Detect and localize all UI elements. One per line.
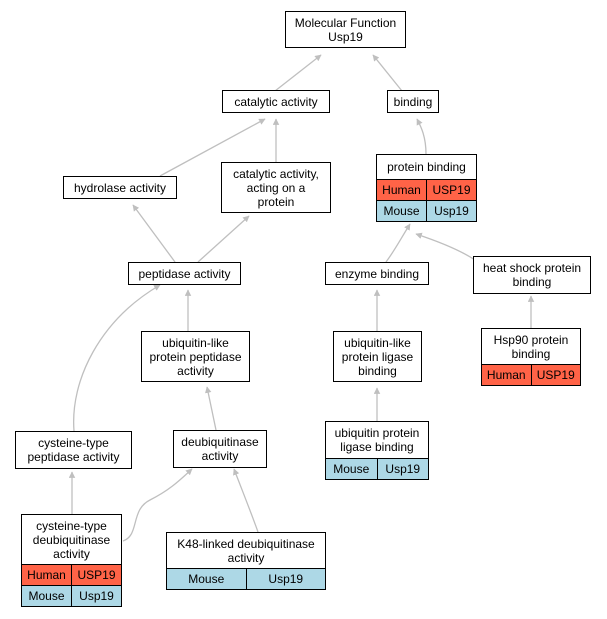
annotation-row-mouse: Mouse Usp19 [377, 200, 476, 221]
node-catalytic-activity[interactable]: catalytic activity [222, 90, 330, 113]
gene-cell: USP19 [530, 365, 581, 385]
species-cell: Human [27, 568, 66, 582]
node-binding[interactable]: binding [387, 90, 439, 113]
node-label: cysteine-type deubiquitinase activity [32, 518, 111, 561]
edge-cysdub-dub [122, 468, 193, 542]
edge-binding-root [372, 54, 403, 92]
annotation-row-mouse: Mouse Usp19 [167, 568, 325, 589]
gene-cell: USP19 [71, 565, 121, 585]
node-label: ubiquitin-like protein peptidase activit… [149, 335, 242, 378]
species-cell: Human [486, 368, 526, 382]
edge-cyspep-peptidase [73, 284, 161, 432]
node-enzyme-binding[interactable]: enzyme binding [325, 262, 429, 285]
species-cell: Mouse [333, 462, 370, 476]
gene-cell: Usp19 [71, 586, 121, 606]
node-label: binding [393, 94, 433, 109]
node-label: Hsp90 protein binding [493, 332, 569, 361]
node-deubiquitinase-activity[interactable]: deubiquitinase activity [173, 430, 267, 468]
node-label: hydrolase activity [73, 180, 167, 195]
species-cell: Mouse [383, 204, 420, 218]
edge-hydrolase-catalytic [159, 118, 266, 177]
node-label: peptidase activity [138, 266, 231, 281]
edge-protbinding-binding [416, 118, 427, 155]
node-label: catalytic activity, acting on a protein [233, 166, 319, 209]
node-ubiquitin-like-protein-peptidase[interactable]: ubiquitin-like protein peptidase activit… [141, 331, 250, 382]
annotation-row-mouse: Mouse Usp19 [326, 458, 428, 479]
node-label: Molecular Function [294, 15, 397, 30]
edge-dub-ublpep [205, 386, 217, 431]
node-ubiquitin-like-protein-ligase-binding[interactable]: ubiquitin-like protein ligase binding [333, 331, 422, 382]
node-k48-linked-deubiquitinase[interactable]: K48-linked deubiquitinase activity Mouse… [166, 532, 326, 590]
node-catalytic-activity-protein[interactable]: catalytic activity, acting on a protein [221, 162, 331, 213]
node-heat-shock-protein-binding[interactable]: heat shock protein binding [473, 256, 591, 294]
node-cysteine-type-deubiquitinase[interactable]: cysteine-type deubiquitinase activity Hu… [21, 514, 122, 607]
node-peptidase-activity[interactable]: peptidase activity [128, 262, 241, 285]
node-protein-binding[interactable]: protein binding Human USP19 Mouse Usp19 [376, 154, 477, 222]
node-label: heat shock protein binding [482, 261, 582, 289]
species-cell: Human [382, 183, 421, 197]
node-label: catalytic activity [234, 94, 318, 109]
node-label: deubiquitinase activity [181, 435, 259, 463]
species-cell: Mouse [28, 589, 65, 603]
edge-heatshock-protbinding [415, 232, 476, 261]
node-label: ubiquitin protein ligase binding [334, 426, 420, 454]
edge-catalytic-root [274, 54, 322, 92]
gene-cell: Usp19 [426, 201, 476, 221]
node-hsp90-protein-binding[interactable]: Hsp90 protein binding Human USP19 [481, 328, 581, 386]
species-cell: Mouse [188, 572, 225, 586]
edge-peptidase-hydrolase [132, 204, 176, 263]
edge-k48-dub [233, 468, 259, 533]
node-label: ubiquitin-like protein ligase binding [341, 335, 414, 378]
node-label: protein binding [387, 160, 466, 174]
gene-cell: USP19 [426, 180, 476, 200]
node-ubiquitin-protein-ligase-binding[interactable]: ubiquitin protein ligase binding Mouse U… [325, 421, 429, 480]
annotation-row-human: Human USP19 [377, 179, 476, 200]
node-molecular-function[interactable]: Molecular Function Usp19 [285, 11, 406, 48]
node-label: cysteine-type peptidase activity [27, 436, 120, 464]
edge-peptidase-catpep [197, 215, 250, 263]
node-cysteine-type-peptidase[interactable]: cysteine-type peptidase activity [15, 431, 132, 469]
edge-enzyme-protbinding [385, 223, 411, 263]
node-label: K48-linked deubiquitinase activity [177, 536, 315, 565]
gene-cell: Usp19 [376, 459, 429, 479]
annotation-row-human: Human USP19 [22, 564, 121, 585]
node-label: enzyme binding [334, 266, 420, 281]
gene-cell: Usp19 [245, 569, 326, 589]
node-gene-label: Usp19 [328, 29, 363, 44]
annotation-row-mouse: Mouse Usp19 [22, 585, 121, 606]
annotation-row-human: Human USP19 [482, 364, 580, 385]
node-hydrolase-activity[interactable]: hydrolase activity [63, 176, 177, 199]
